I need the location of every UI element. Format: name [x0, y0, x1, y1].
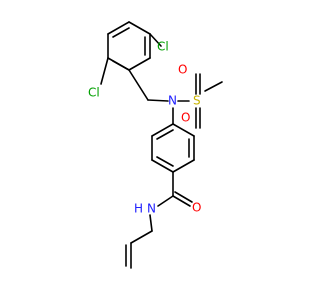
bond	[112, 27, 130, 38]
molecule-diagram: Cl Cl N S O O O N H	[88, 21, 223, 269]
atom-label-n-sulfonamide: N	[168, 94, 177, 108]
atom-label-o-sulfonyl-bottom: O	[181, 111, 190, 125]
atom-label-o-sulfonyl-top: O	[178, 63, 187, 77]
bond	[156, 156, 174, 167]
dichlorophenyl-ring	[107, 21, 151, 71]
bond-c-n	[157, 195, 174, 207]
atom-label-n-amide: N	[147, 202, 156, 216]
bond	[151, 123, 174, 137]
bond-c-cl-top	[149, 33, 162, 47]
bond	[128, 21, 151, 35]
bond-ch2-n	[147, 99, 169, 102]
atom-label-cl-left: Cl	[88, 86, 100, 100]
bond-c-cl-left	[100, 57, 109, 85]
atom-label-cl-top: Cl	[157, 40, 169, 54]
bond-n-ch2	[149, 214, 153, 232]
bond-c-o	[174, 191, 193, 203]
bond-ch2-ch	[130, 230, 153, 244]
bond	[172, 159, 195, 173]
bond	[172, 123, 195, 137]
bond-c-o	[172, 195, 191, 207]
bond	[156, 129, 174, 140]
benzamide-ring	[151, 123, 195, 173]
bond	[128, 57, 151, 71]
bond	[107, 21, 130, 35]
structure-svg: Cl Cl N S O O O N H	[88, 21, 223, 269]
bond-s-methyl	[204, 81, 223, 92]
bond-ring-ch2	[128, 69, 149, 101]
atom-label-h-amide: H	[134, 202, 143, 216]
atom-label-s: S	[193, 94, 201, 108]
atom-label-o-carbonyl: O	[192, 201, 201, 215]
bond	[151, 159, 174, 173]
bond	[112, 60, 130, 71]
